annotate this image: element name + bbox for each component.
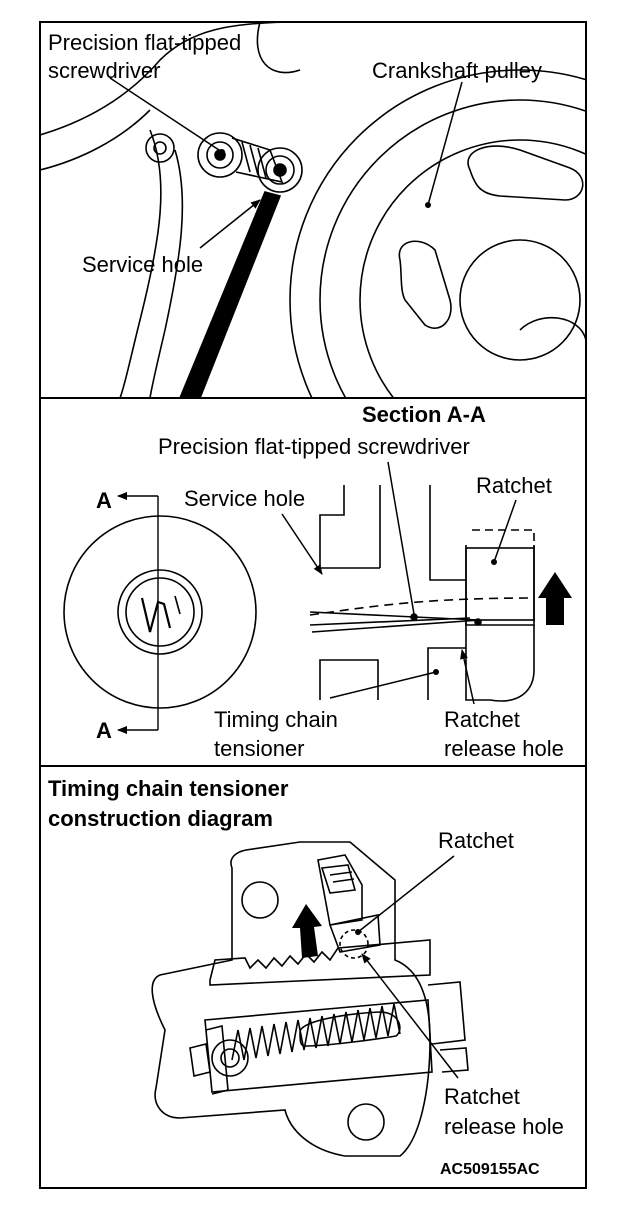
p2-release-hole-label-2: release hole — [444, 736, 564, 761]
panel-1-illustration — [40, 22, 586, 398]
p3-release-hole-label-2: release hole — [444, 1114, 564, 1139]
p3-title-1: Timing chain tensioner — [48, 776, 289, 801]
figure-frame — [39, 21, 587, 1189]
leader-p1-pulley — [425, 81, 463, 208]
p2-release-hole-label-1: Ratchet — [444, 707, 520, 732]
leader-p2-release-hole — [460, 649, 475, 705]
leader-p2-screwdriver — [387, 461, 415, 615]
p2-ratchet — [465, 547, 535, 621]
p2-section-title: Section A-A — [362, 402, 486, 427]
p3-up-arrow — [292, 904, 322, 958]
screwdriver-shape — [197, 132, 303, 193]
p3-bottom-bolt-hole — [347, 1103, 385, 1141]
p2-tensioner-label-2: tensioner — [214, 736, 305, 761]
p2-up-arrow — [538, 572, 572, 625]
p2-tensioner-label-1: Timing chain — [214, 707, 338, 732]
leader-p3-ratchet — [355, 855, 455, 935]
p3-title-2: construction diagram — [48, 806, 273, 831]
panel-2-illustration — [63, 485, 535, 734]
panel-3-illustration — [151, 841, 469, 1157]
leader-p3-release-hole — [361, 953, 459, 1079]
p2-screwdriver-label: Precision flat-tipped screwdriver — [158, 434, 470, 459]
service-hole-wedge — [179, 191, 282, 398]
leader-p1-service-hole — [199, 199, 261, 249]
p3-release-hole-label-1: Ratchet — [444, 1084, 520, 1109]
p2-section-mark-bottom: A — [96, 718, 112, 743]
leader-p1-screwdriver — [109, 77, 225, 155]
p2-pulley — [63, 515, 257, 709]
crankshaft-pulley — [289, 69, 586, 398]
p3-ratchet-label: Ratchet — [438, 828, 514, 853]
p1-screwdriver-label-2: screwdriver — [48, 58, 160, 83]
leader-p2-tensioner — [329, 669, 439, 699]
p1-service-hole-label: Service hole — [82, 252, 203, 277]
p2-service-hole-label: Service hole — [184, 486, 305, 511]
leader-p2-ratchet — [491, 499, 517, 565]
p2-section-mark-top: A — [96, 488, 112, 513]
leader-p2-service-hole — [281, 513, 323, 575]
p3-top-bolt-hole — [241, 881, 279, 919]
p1-screwdriver-label-1: Precision flat-tipped — [48, 30, 241, 55]
p3-figure-code: AC509155AC — [440, 1161, 540, 1178]
p2-ratchet-label: Ratchet — [476, 473, 552, 498]
p1-pulley-label: Crankshaft pulley — [372, 58, 542, 83]
